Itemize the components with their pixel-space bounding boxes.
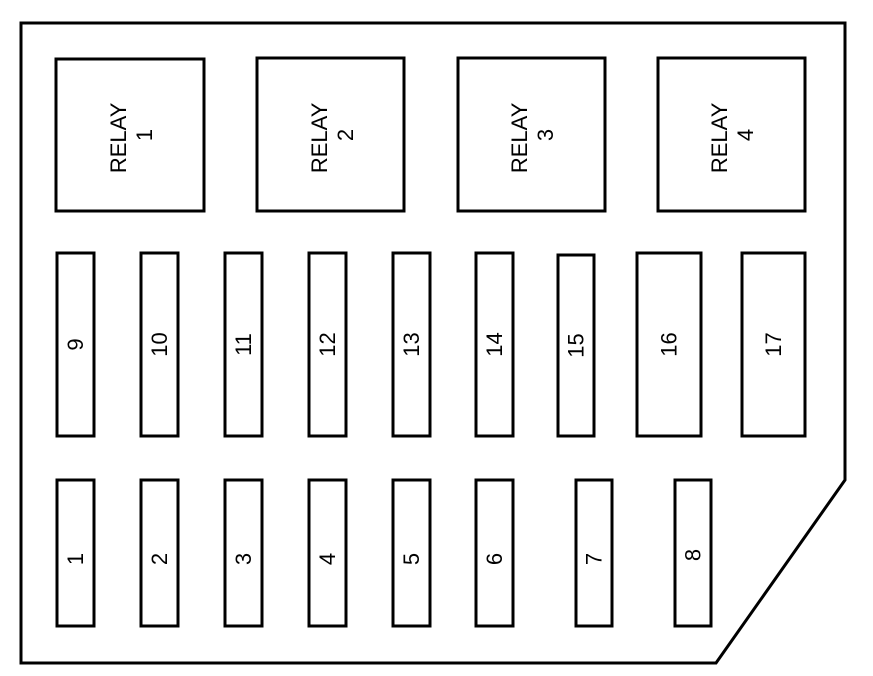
fuse-4-label: 4 (315, 553, 340, 565)
fuse-15: 15 (556, 253, 596, 438)
fuse-7-label: 7 (582, 553, 607, 565)
fuse-9-label: 9 (63, 338, 88, 350)
fuse-17: 17 (740, 251, 807, 438)
fuse-1-label: 1 (63, 553, 88, 565)
fuse-13-label: 13 (399, 332, 424, 356)
fuse-9-box (55, 251, 96, 438)
fuse-11: 11 (223, 251, 264, 438)
fuse-8: 8 (673, 478, 713, 628)
fuse-4: 4 (307, 478, 348, 628)
fuse-7-box (574, 478, 614, 628)
relay-4: RELAY 4 (656, 56, 807, 213)
fuse-9: 9 (55, 251, 96, 438)
fuse-15-label: 15 (564, 333, 589, 357)
fuse-13-box (391, 251, 432, 438)
fuse-17-label: 17 (761, 332, 786, 356)
fuse-11-label: 11 (231, 333, 256, 356)
relay-3-box (456, 56, 607, 213)
fuse-16-box (635, 251, 703, 438)
fuse-14-box (474, 251, 515, 438)
fuse-6: 6 (474, 478, 515, 628)
fuse-6-box (474, 478, 515, 628)
fuse-8-label: 8 (681, 549, 706, 561)
fuse-17-box (740, 251, 807, 438)
fuse-12-box (307, 251, 348, 438)
fuse-5-label: 5 (399, 553, 424, 565)
fuse-1-box (55, 478, 96, 628)
relay-1-label: RELAY 1 (106, 97, 157, 173)
relay-2: RELAY 2 (255, 56, 406, 213)
relay-4-box (656, 56, 807, 213)
fuse-2: 2 (139, 478, 180, 628)
fuse-10-box (139, 251, 180, 438)
fuse-12-label: 12 (315, 332, 340, 356)
fuse-6-label: 6 (482, 553, 507, 565)
fuse-10-label: 10 (147, 332, 172, 356)
relay-1: RELAY 1 (54, 57, 206, 213)
relay-3: RELAY 3 (456, 56, 607, 213)
fuse-16-label: 16 (657, 332, 682, 356)
relay-3-label: RELAY 3 (507, 97, 558, 173)
fuse-13: 13 (391, 251, 432, 438)
fuse-2-label: 2 (147, 553, 172, 565)
relay-2-box (255, 56, 406, 213)
relay-1-box (54, 57, 206, 213)
fuse-14: 14 (474, 251, 515, 438)
fuse-10: 10 (139, 251, 180, 438)
fuse-11-box (223, 251, 264, 438)
fuse-7: 7 (574, 478, 614, 628)
fuse-1: 1 (55, 478, 96, 628)
relay-4-label: RELAY 4 (707, 97, 758, 173)
fuse-4-box (307, 478, 348, 628)
fuse-5: 5 (391, 478, 432, 628)
fuse-5-box (391, 478, 432, 628)
fuse-3-label: 3 (231, 553, 256, 565)
fuse-3-box (223, 478, 264, 628)
fuse-16: 16 (635, 251, 703, 438)
fuse-3: 3 (223, 478, 264, 628)
fuse-15-box (556, 253, 596, 438)
relay-2-label: RELAY 2 (307, 97, 358, 173)
fuse-12: 12 (307, 251, 348, 438)
fuse-14-label: 14 (482, 332, 507, 356)
fuse-2-box (139, 478, 180, 628)
fuse-8-box (673, 478, 713, 628)
